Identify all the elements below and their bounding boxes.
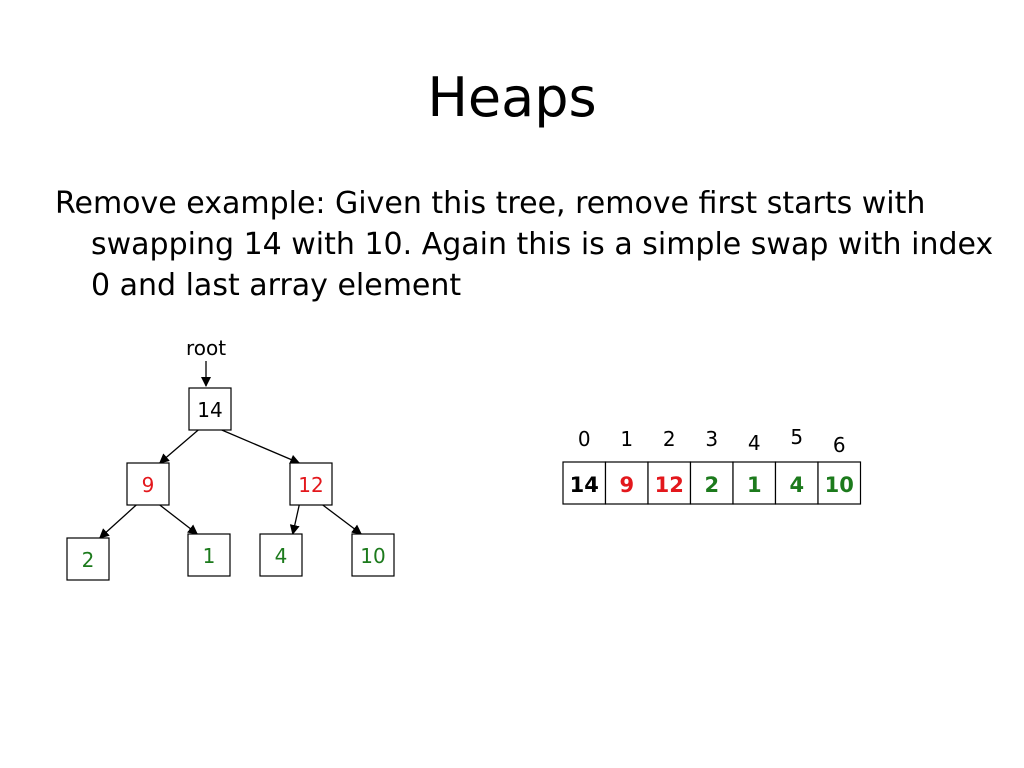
tree-node-box xyxy=(351,533,395,577)
array-index-2: 2 xyxy=(663,427,676,451)
array-index-5: 5 xyxy=(790,425,803,449)
tree-node-value: 14 xyxy=(197,398,222,422)
tree-node-12: 12 xyxy=(289,462,333,506)
tree-node-value: 2 xyxy=(82,548,95,572)
tree-edge-14-12 xyxy=(221,429,301,465)
array-cell-1: 9 xyxy=(604,461,649,505)
tree-node-box xyxy=(187,533,231,577)
tree-node-value: 10 xyxy=(360,544,385,568)
array-cell-value: 1 xyxy=(747,473,762,497)
tree-node-2: 2 xyxy=(66,537,110,581)
tree-node-value: 12 xyxy=(298,473,323,497)
tree-node-box xyxy=(126,462,170,506)
array-cell-value: 12 xyxy=(655,473,684,497)
tree-edge-9-1 xyxy=(159,504,199,535)
array-cell-value: 9 xyxy=(619,473,634,497)
slide-title: Heaps xyxy=(427,66,597,129)
tree-edge-9-2 xyxy=(99,504,137,539)
array-cell-value: 14 xyxy=(570,473,599,497)
array-index-0: 0 xyxy=(578,427,591,451)
root-label: root xyxy=(186,336,226,360)
tree-node-1: 1 xyxy=(187,533,231,577)
tree-edge-14-9 xyxy=(159,429,199,464)
array-cell-4: 1 xyxy=(732,461,777,505)
tree-node-value: 1 xyxy=(203,544,216,568)
array-cell-2: 12 xyxy=(647,461,692,505)
tree-node-box xyxy=(289,462,333,506)
tree-node-value: 4 xyxy=(275,544,288,568)
tree-node-9: 9 xyxy=(126,462,170,506)
tree-node-value: 9 xyxy=(142,473,155,497)
array-cell-value: 4 xyxy=(789,473,804,497)
array-cell-6: 10 xyxy=(817,461,862,505)
array-index-4: 4 xyxy=(748,431,761,455)
tree-node-4: 4 xyxy=(259,533,303,577)
array-cell-box xyxy=(689,461,734,505)
tree-node-box xyxy=(259,533,303,577)
array-cell-3: 2 xyxy=(689,461,734,505)
array-cell-box xyxy=(647,461,692,505)
tree-node-10: 10 xyxy=(351,533,395,577)
array-index-1: 1 xyxy=(620,427,633,451)
array-cell-0: 14 xyxy=(562,461,607,505)
tree-node-14: 14 xyxy=(188,387,232,431)
tree-edge-12-4 xyxy=(289,504,300,535)
array-cell-box xyxy=(817,461,862,505)
array-index-6: 6 xyxy=(833,433,846,457)
slide-body-text: Remove example: Given this tree, remove … xyxy=(55,186,994,303)
array-cell-box xyxy=(604,461,649,505)
array-cell-value: 10 xyxy=(825,473,854,497)
tree-edge-12-10 xyxy=(322,504,363,535)
array-index-3: 3 xyxy=(705,427,718,451)
tree-node-box xyxy=(66,537,110,581)
tree-node-box xyxy=(188,387,232,431)
array-cell-value: 2 xyxy=(704,473,719,497)
array-cell-5: 4 xyxy=(774,461,819,505)
array-cell-box xyxy=(774,461,819,505)
